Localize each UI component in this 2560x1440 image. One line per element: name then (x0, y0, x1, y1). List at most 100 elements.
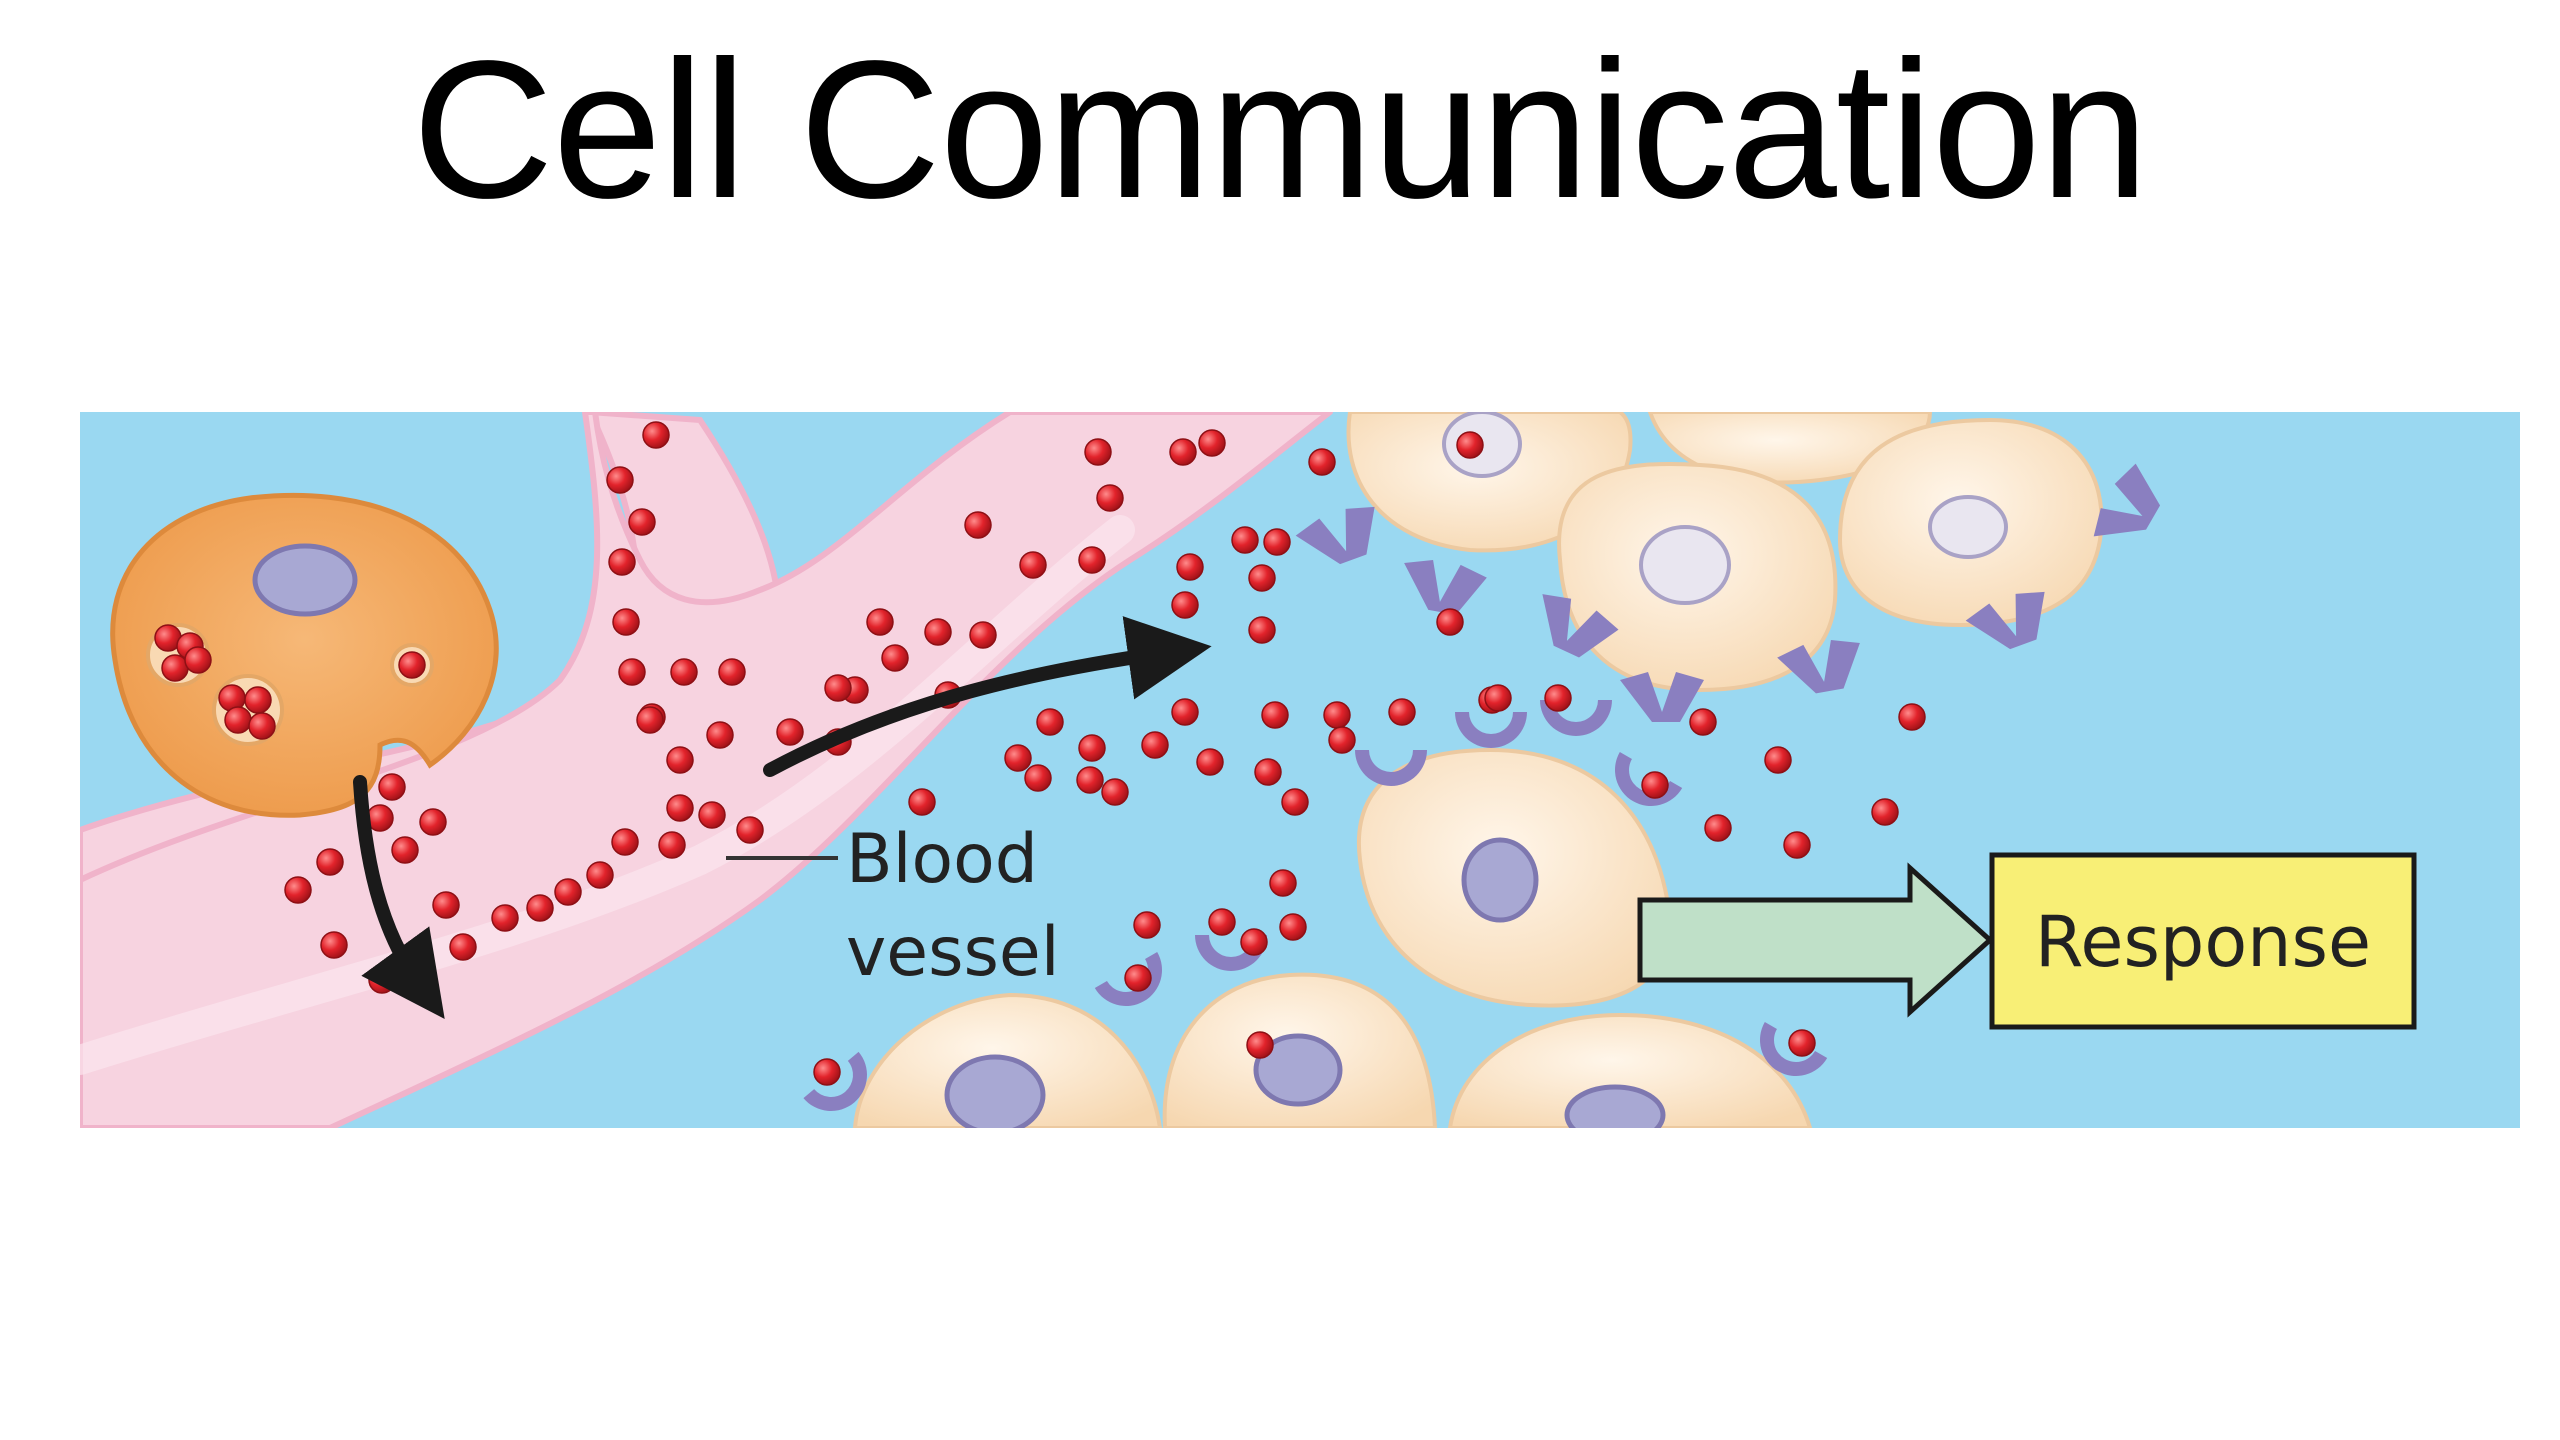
hormone-molecule (1101, 778, 1129, 806)
hormone-molecule (1436, 608, 1464, 636)
hormone-molecule (1036, 708, 1064, 736)
hormone-molecule (1231, 526, 1259, 554)
hormone-molecule (1456, 431, 1484, 459)
hormone-molecule (908, 788, 936, 816)
hormone-molecule (1261, 701, 1289, 729)
hormone-molecule (1689, 708, 1717, 736)
hormone-molecule (224, 706, 252, 734)
hormone-molecule (606, 466, 634, 494)
slide-title: Cell Communication (412, 20, 2149, 239)
hormone-molecule (1788, 1029, 1816, 1057)
hormone-molecule (1171, 591, 1199, 619)
hormone-molecule (378, 773, 406, 801)
response-label: Response (2035, 901, 2371, 983)
hormone-molecule (1764, 746, 1792, 774)
hormone-molecule (1176, 553, 1204, 581)
blood-vessel-label-line2: vessel (846, 913, 1060, 992)
hormone-molecule (1484, 684, 1512, 712)
hormone-molecule (1254, 758, 1282, 786)
hormone-molecule (1871, 798, 1899, 826)
hormone-molecule (718, 658, 746, 686)
hormone-molecule (1076, 766, 1104, 794)
hormone-molecule (964, 511, 992, 539)
hormone-molecule (1308, 448, 1336, 476)
hormone-molecule (608, 548, 636, 576)
hormone-molecule (1246, 1031, 1274, 1059)
hormone-molecule (813, 1058, 841, 1086)
hormone-molecule (612, 608, 640, 636)
hormone-molecule (391, 836, 419, 864)
hormone-molecule (1208, 908, 1236, 936)
hormone-molecule (244, 686, 272, 714)
hormone-molecule (1323, 701, 1351, 729)
hormone-molecule (1328, 726, 1356, 754)
hormone-molecule (320, 931, 348, 959)
hormone-molecule (248, 712, 276, 740)
hormone-molecule (1240, 928, 1268, 956)
receptors-unbound (1295, 463, 2161, 722)
hormone-molecule (1084, 438, 1112, 466)
hormone-molecule (628, 508, 656, 536)
hormone-molecule (1279, 913, 1307, 941)
hormone-molecule (1198, 429, 1226, 457)
hormone-molecule (1544, 684, 1572, 712)
hormone-molecule (586, 861, 614, 889)
hormone-molecule (1269, 869, 1297, 897)
hormone-molecule (866, 608, 894, 636)
hormone-molecule (1248, 616, 1276, 644)
hormone-molecule (618, 658, 646, 686)
target-cell-cluster-bottom (852, 972, 1813, 1128)
hormone-molecule (642, 421, 670, 449)
hormone-molecule (316, 848, 344, 876)
hormone-molecule (1141, 731, 1169, 759)
hormone-molecule (1019, 551, 1047, 579)
hormone-molecule (1124, 964, 1152, 992)
hormone-molecule (432, 891, 460, 919)
hormone-molecule (924, 618, 952, 646)
hormone-molecule (1898, 703, 1926, 731)
hormone-molecule (284, 876, 312, 904)
hormone-molecule (698, 801, 726, 829)
hormone-molecule (449, 933, 477, 961)
response-arrow (1637, 862, 1994, 1018)
hormone-molecule (611, 828, 639, 856)
hormone-molecule (969, 621, 997, 649)
hormone-molecule (666, 794, 694, 822)
hormone-molecule (658, 831, 686, 859)
hormone-molecule (776, 718, 804, 746)
hormone-molecule (1783, 831, 1811, 859)
hormone-molecule (824, 674, 852, 702)
response-box (1989, 852, 2417, 1030)
hormone-molecule (666, 746, 694, 774)
hormone-molecule (554, 878, 582, 906)
hormone-molecule (1133, 911, 1161, 939)
hormone-molecule (419, 808, 447, 836)
hormone-molecule (1004, 744, 1032, 772)
hormone-molecule (526, 894, 554, 922)
hormone-molecule (161, 654, 189, 682)
hormone-molecule (491, 904, 519, 932)
hormone-molecule (1196, 748, 1224, 776)
hormone-molecule (1281, 788, 1309, 816)
hormone-molecule (1388, 698, 1416, 726)
hormone-molecule (368, 966, 396, 994)
hormone-molecule (1641, 771, 1669, 799)
hormone-molecules (154, 421, 1926, 1086)
hormone-molecule (670, 658, 698, 686)
hormone-molecule (184, 646, 212, 674)
hormone-molecule (1248, 564, 1276, 592)
hormone-molecule (736, 816, 764, 844)
blood-vessel-label-line1: Blood (846, 820, 1038, 899)
hormone-molecule (398, 651, 426, 679)
hormone-molecule (1169, 438, 1197, 466)
transport-arrow (763, 616, 1212, 777)
hormone-molecule (1078, 734, 1106, 762)
hormone-molecule (1078, 546, 1106, 574)
hormone-molecule (1263, 528, 1291, 556)
hormone-molecule (1704, 814, 1732, 842)
secretion-arrow (353, 775, 445, 1019)
hormone-molecule (881, 644, 909, 672)
hormone-molecule (636, 706, 664, 734)
target-cell-cluster-top (1346, 412, 2104, 693)
responding-target-cell (1356, 747, 1673, 1008)
